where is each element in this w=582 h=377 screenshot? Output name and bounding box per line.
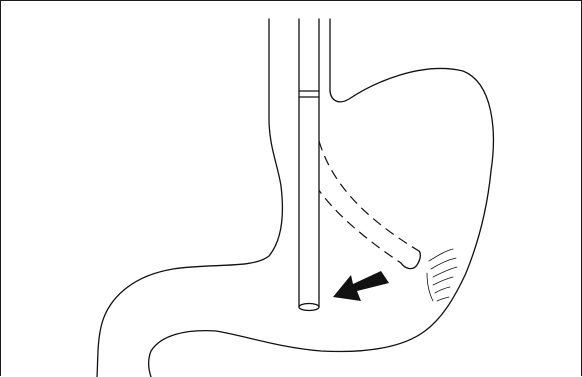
stomach-outline (97, 19, 493, 377)
direction-arrow (333, 271, 389, 301)
dashed-tube-inner (319, 141, 419, 251)
arrow-icon (333, 271, 389, 301)
dashed-tube-tip (401, 251, 420, 269)
straight-tube (299, 19, 319, 311)
gastric-wall-folds (427, 249, 457, 301)
stomach-greater-curvature (149, 68, 494, 377)
stomach-left-wall (97, 19, 282, 377)
